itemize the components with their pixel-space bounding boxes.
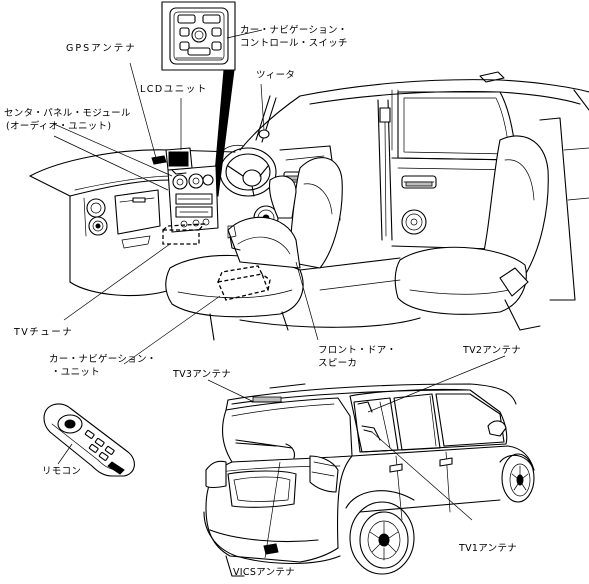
front-door-speaker-label-line1: フロント・ドア・ [318, 345, 397, 356]
nav-switch-label-line2: コントロール・スイッチ [240, 38, 348, 49]
leader-lines [53, 29, 506, 559]
nav-switch-label-line1: カー・ナビゲーション・ [240, 25, 348, 36]
vics-antenna-label: VICSアンテナ [233, 567, 295, 578]
front-door-speaker-label-line2: スピーカ [318, 358, 358, 369]
tv1-antenna-label: TV1アンテナ [459, 543, 518, 554]
center-panel-label-line1: センタ・パネル・モジュール [4, 108, 131, 119]
tv-tuner-label: TVチューナ [14, 327, 74, 338]
tweeter-label: ツィータ [256, 70, 296, 81]
lcd-unit-label: LCDユニット [140, 84, 208, 95]
car-exterior-icon [203, 383, 535, 577]
car-interior-icon [29, 71, 589, 341]
center-panel-label-line2: (オーディオ・ユニット) [6, 121, 112, 132]
tv3-antenna-label: TV3アンテナ [173, 369, 232, 380]
remote-label: リモコン [42, 466, 82, 477]
remote-control-icon [43, 403, 135, 477]
gps-antenna-label: GPSアンテナ [66, 43, 137, 54]
nav-unit-label-line1: カー・ナビゲーション・ [49, 354, 157, 365]
nav-unit-label-line2: ・ユニット [51, 367, 101, 378]
tv2-antenna-label: TV2アンテナ [463, 345, 522, 356]
inset-pointer-icon [212, 69, 235, 197]
control-switch-inset-icon [161, 1, 236, 71]
